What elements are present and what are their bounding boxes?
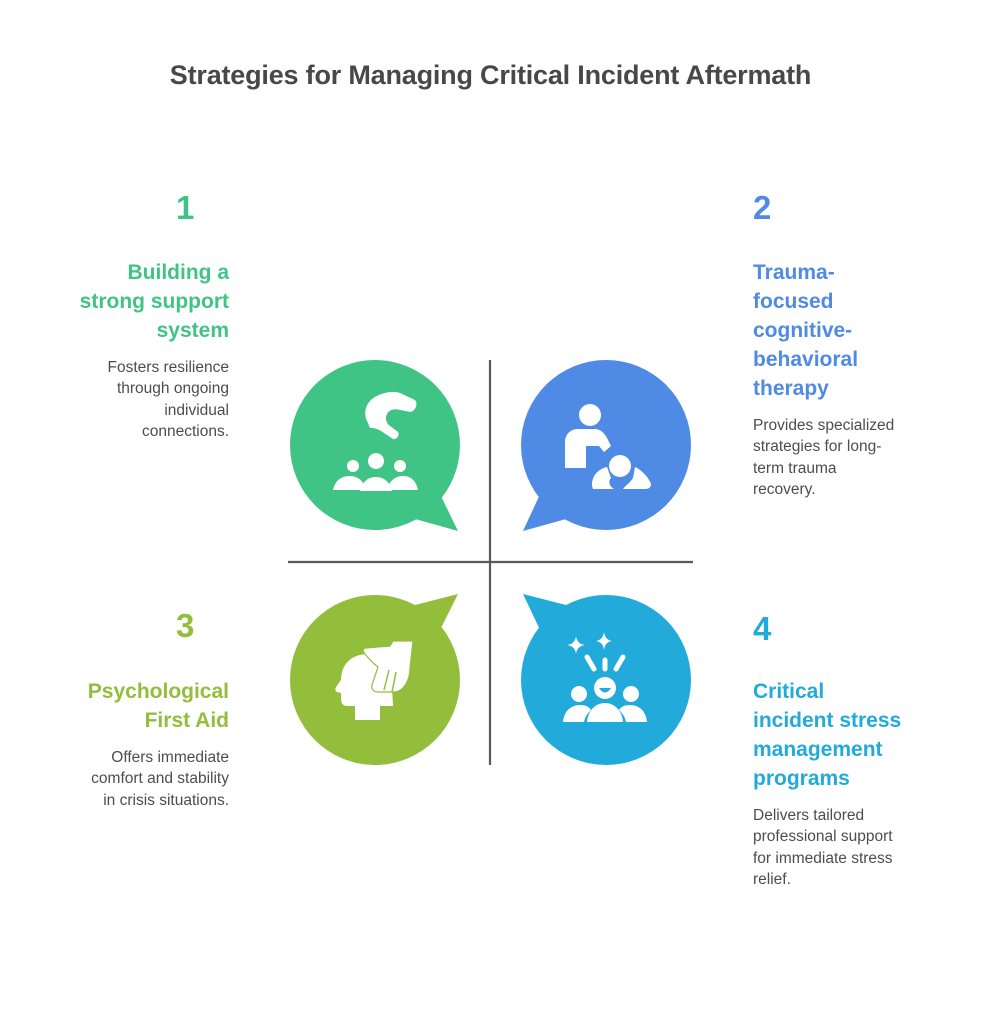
quadrant-3-text: Psychological First Aid Offers immediate…: [54, 677, 229, 811]
heading-line: Psychological: [87, 680, 229, 703]
step-number-3: 3: [176, 607, 195, 644]
quadrant-2-description: Provides specialized strategies for long…: [753, 415, 928, 500]
description-line: Delivers tailored: [753, 807, 865, 824]
quadrant-2-text: Trauma- focused cognitive- behavioral th…: [753, 258, 928, 500]
quadrant-3-description: Offers immediate comfort and stability i…: [54, 747, 229, 811]
description-line: individual: [164, 401, 229, 419]
quadrant-1-text: Building a strong support system Fosters…: [54, 258, 229, 442]
quadrant-4-description: Delivers tailored professional support f…: [753, 805, 928, 890]
speech-bubble-3: [290, 594, 460, 765]
description-line: for immediate stress: [753, 849, 893, 867]
heading-line: system: [156, 319, 229, 342]
description-line: term trauma: [753, 459, 837, 477]
description-line: connections.: [141, 422, 229, 440]
description-line: Provides specialized: [753, 417, 895, 434]
heading-line: behavioral: [753, 348, 859, 371]
quadrant-4-heading: Critical incident stress management prog…: [753, 677, 928, 793]
description-line: in crisis situations.: [103, 791, 229, 809]
hand-on-head-icon: [335, 640, 414, 720]
quadrant-1-heading: Building a strong support system: [54, 258, 229, 345]
description-line: recovery.: [753, 480, 816, 498]
description-line: professional support: [753, 828, 893, 846]
description-line: comfort and stability: [91, 770, 229, 788]
description-line: relief.: [753, 870, 791, 888]
heading-line: cognitive-: [753, 319, 853, 342]
description-line: Offers immediate: [111, 749, 229, 766]
speech-bubble-2: [521, 360, 691, 531]
description-line: through ongoing: [116, 380, 229, 398]
heading-line: Building a: [127, 261, 230, 284]
therapist-patient-icon: [565, 404, 651, 489]
step-number-1: 1: [176, 189, 195, 226]
speech-bubble-4: [521, 594, 691, 765]
heading-line: incident stress: [753, 709, 902, 732]
page-title: Strategies for Managing Critical Inciden…: [169, 60, 812, 90]
hand-over-group-icon: [333, 391, 418, 491]
heading-line: programs: [753, 767, 850, 790]
heading-line: focused: [753, 290, 834, 313]
quadrant-1-description: Fosters resilience through ongoing indiv…: [54, 357, 229, 442]
heading-line: management: [753, 738, 883, 761]
heading-line: Trauma-: [753, 261, 835, 284]
quadrant-2-heading: Trauma- focused cognitive- behavioral th…: [753, 258, 928, 403]
heading-line: Critical: [753, 680, 825, 703]
description-line: Fosters resilience: [107, 359, 229, 376]
quadrant-3-heading: Psychological First Aid: [54, 677, 229, 735]
heading-line: therapy: [753, 377, 829, 400]
step-number-4: 4: [753, 610, 772, 647]
heading-line: strong support: [79, 290, 229, 313]
step-number-2: 2: [753, 189, 772, 226]
quadrant-4-text: Critical incident stress management prog…: [753, 677, 928, 890]
happy-group-sparkle-icon: [563, 632, 647, 722]
description-line: strategies for long-: [753, 438, 882, 456]
heading-line: First Aid: [144, 709, 229, 732]
speech-bubble-1: [290, 360, 460, 531]
